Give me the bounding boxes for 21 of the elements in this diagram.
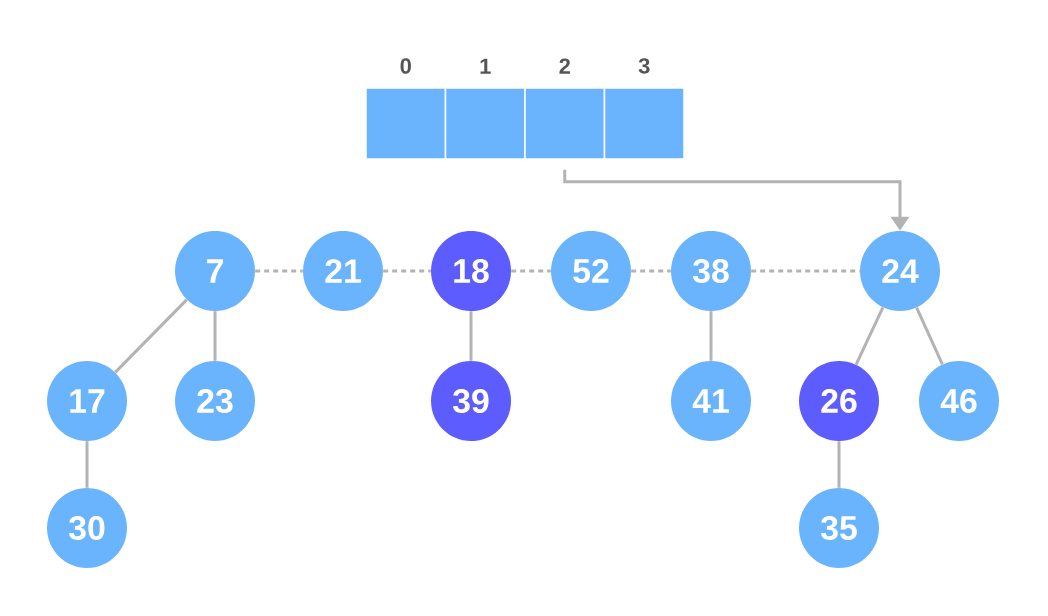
dashed-link (255, 269, 303, 273)
tree-edge (213, 311, 217, 361)
index-label: 2 (559, 58, 570, 74)
array-cell (603, 87, 685, 160)
array-cell (365, 87, 447, 160)
array-cell (444, 87, 526, 160)
tree-edge (469, 311, 473, 361)
dashed-link (751, 269, 860, 273)
dashed-link (631, 269, 671, 273)
tree-edge (854, 306, 885, 366)
dashed-link (383, 269, 431, 273)
array-cell (524, 87, 606, 160)
index-label: 0 (400, 58, 411, 74)
tree-edge (915, 306, 944, 365)
tree-edge (709, 311, 713, 361)
tree-edge (85, 441, 89, 488)
index-label: 1 (480, 58, 491, 74)
tree-edge (114, 298, 188, 374)
tree-edge (837, 441, 841, 488)
index-label: 3 (638, 58, 650, 74)
dashed-link (511, 269, 551, 273)
